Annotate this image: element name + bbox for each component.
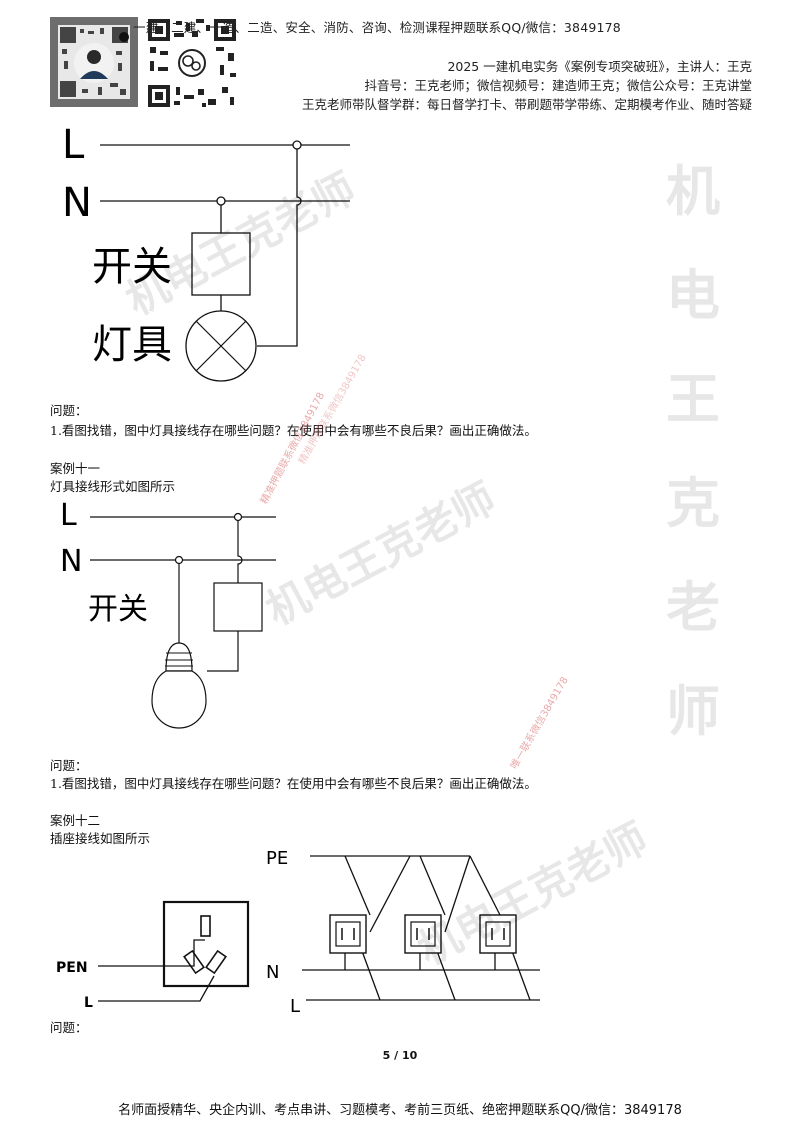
watermark-char: 机: [666, 160, 720, 223]
question-label-3: 问题：: [50, 1020, 88, 1035]
socket-pen-wire: [98, 939, 205, 967]
watermark-char: 老: [666, 576, 720, 639]
question-text-2: 1.看图找错，图中灯具接线存在哪些问题？在使用中会有哪些不良后果？画出正确做法。: [50, 776, 537, 791]
chain-label-pe: PE: [266, 848, 288, 869]
socket-earth-slot: [200, 915, 211, 937]
watermark-char: 师: [666, 680, 720, 743]
socket-label-pen: PEN: [56, 960, 88, 976]
header-group-line: 王克老师带队督学群：每日督学打卡、带刷题带学带练、定期模考作业、随时答疑: [301, 97, 752, 112]
diagram2-switch-box: [213, 582, 263, 632]
wechat-qr-code: [146, 17, 238, 109]
wechat-qr-graphic: [146, 17, 238, 109]
page-number: 5 / 10: [382, 1049, 418, 1062]
chain-socket-3: [479, 914, 517, 954]
header-contact-line: 一建、二建、一造、二造、安全、消防、咨询、检测课程押题联系QQ/微信：38491…: [133, 20, 621, 35]
header-course-line: 2025 一建机电实务《案例专项突破班》，主讲人：王克: [447, 59, 752, 74]
socket-right-slot: [205, 949, 227, 975]
red-watermark-2: 唯一联系微信3849178: [508, 675, 571, 772]
lamp-wiring-diagram-2: L N 开关: [60, 498, 276, 729]
socket-label-l: L: [84, 995, 93, 1011]
diagram2-label-l: L: [60, 498, 77, 533]
diagram2-label-n: N: [60, 544, 82, 579]
chain-socket-1: [329, 914, 367, 954]
chain-label-l: L: [290, 996, 300, 1017]
diagram1-n-junction: [216, 196, 226, 206]
socket-chain-diagram: PE N L: [266, 848, 540, 1017]
avatar-qr-graphic: [50, 17, 138, 107]
diagram2-bulb-symbol: [151, 642, 207, 729]
case-11-subtitle: 灯具接线形式如图所示: [50, 479, 176, 494]
case-12-subtitle: 插座接线如图所示: [50, 831, 151, 846]
douyin-qr-code: [50, 17, 138, 107]
diagram1-l-drop-wire: [257, 149, 302, 347]
socket-front-diagram: PEN L: [56, 900, 250, 1011]
question-label-1: 问题：: [50, 403, 88, 418]
diagram2-n-junction: [174, 555, 184, 565]
lamp-wiring-diagram-1: L N 开关 灯具: [62, 122, 350, 382]
diagram1-label-switch: 开关: [92, 244, 172, 290]
diagram1-label-lamp: 灯具: [92, 322, 172, 368]
socket-l-wire: [98, 975, 215, 1002]
case-11-title: 案例十一: [50, 461, 101, 476]
chain-socket-2: [404, 914, 442, 954]
diagonal-watermark-2: 机电王克老师: [257, 473, 504, 635]
question-text-1: 1.看图找错，图中灯具接线存在哪些问题？在使用中会有哪些不良后果？画出正确做法。: [50, 423, 537, 438]
diagram1-l-junction: [292, 140, 302, 150]
chain-label-n: N: [266, 962, 279, 983]
diagram1-switch-box: [191, 232, 251, 296]
diagram1-label-n: N: [62, 180, 92, 226]
case-12-title: 案例十二: [50, 813, 101, 828]
footer-contact-line: 名师面授精华、央企内训、考点串讲、习题模考、考前三页纸、绝密押题联系QQ/微信：…: [118, 1103, 682, 1118]
socket-face: [162, 900, 250, 988]
header-social-line: 抖音号：王克老师；微信视频号：建造师王克；微信公众号：王克讲堂: [364, 78, 752, 93]
question-label-2: 问题：: [50, 758, 88, 773]
watermark-char: 电: [666, 264, 720, 327]
diagram1-label-l: L: [62, 122, 85, 168]
diagram2-label-switch: 开关: [88, 592, 148, 627]
watermark-char: 王: [666, 368, 720, 431]
diagram2-l-junction: [233, 512, 243, 522]
watermark-char: 克: [666, 472, 720, 535]
vertical-watermark: 机 电 王 克 老 师: [658, 140, 728, 764]
